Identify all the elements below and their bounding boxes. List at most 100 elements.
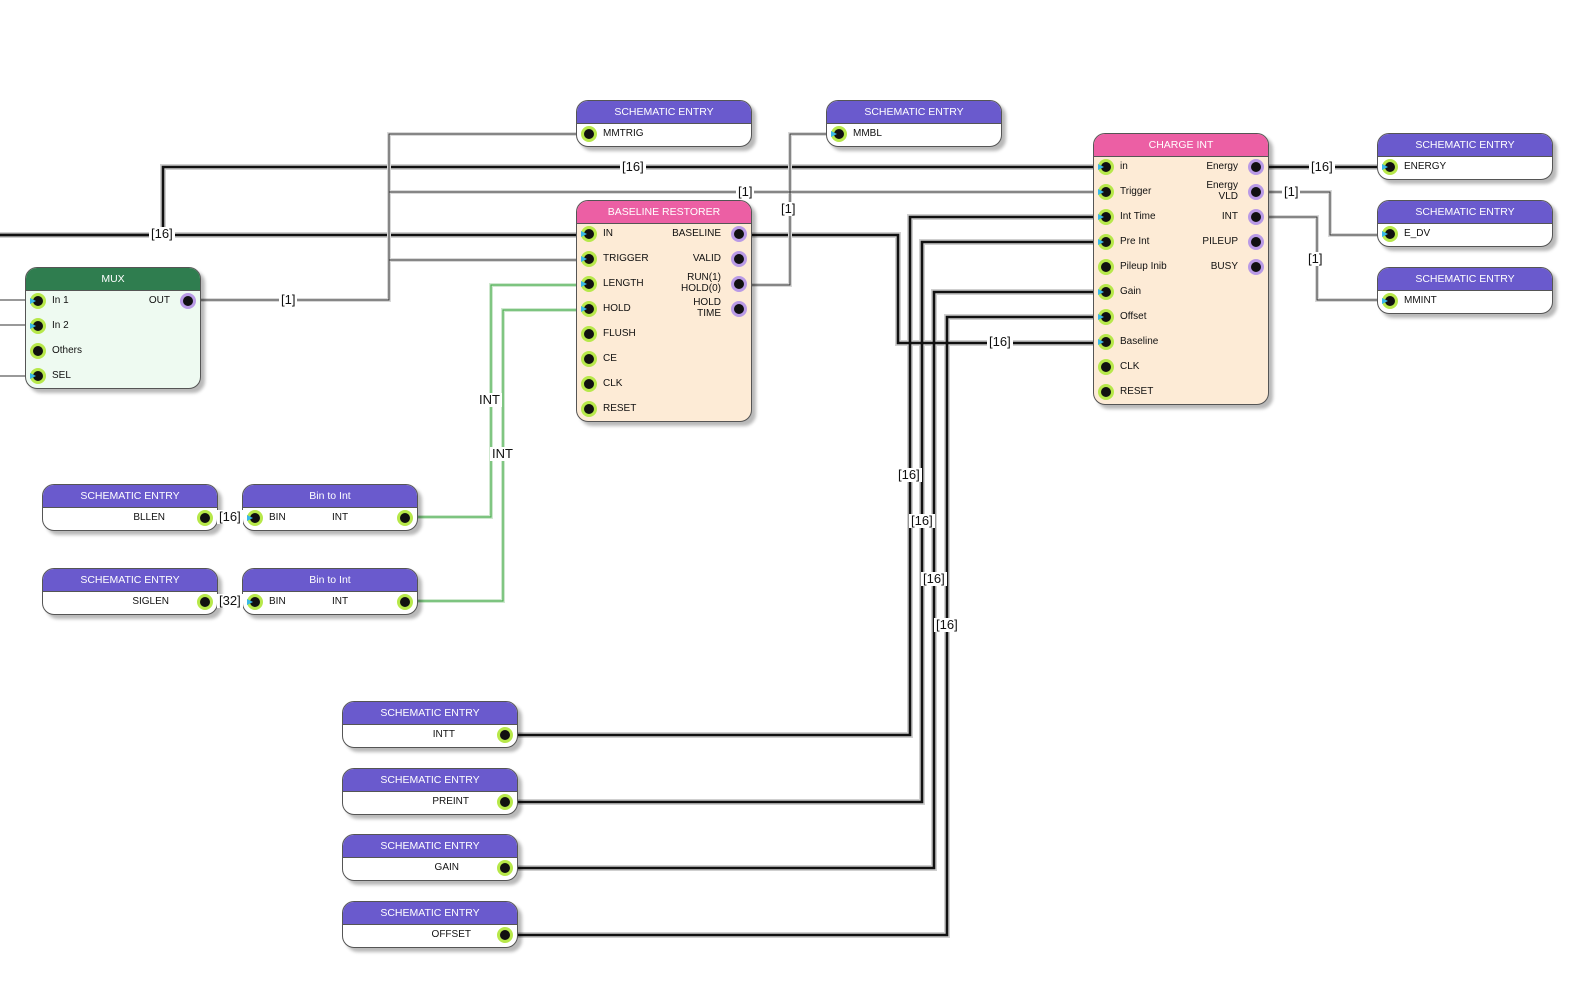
input-port-mmint[interactable] [1382,293,1398,309]
output-port-busy[interactable] [1248,259,1264,275]
wire-label-bus16-top: [16] [620,159,646,174]
port-label-mmbl: MMBL [853,128,882,139]
schematic-entry-gain[interactable]: SCHEMATIC ENTRY GAIN [342,834,518,881]
input-port-int-time[interactable] [1098,209,1114,225]
input-port-bin[interactable] [247,594,263,610]
schematic-entry-mmtrig[interactable]: SCHEMATIC ENTRY MMTRIG [576,100,752,147]
output-port-int[interactable] [1248,209,1264,225]
input-port-reset[interactable] [581,401,597,417]
output-port-hold-time[interactable] [731,301,747,317]
port-label-offset: OFFSET [431,929,471,940]
input-port-energy[interactable] [1382,159,1398,175]
block-title: SCHEMATIC ENTRY [827,101,1001,124]
schematic-entry-e-dv[interactable]: SCHEMATIC ENTRY E_DV [1377,200,1553,247]
schematic-entry-intt[interactable]: SCHEMATIC ENTRY INTT [342,701,518,748]
schematic-entry-energy[interactable]: SCHEMATIC ENTRY ENERGY [1377,133,1553,180]
port-label-bin: BIN [269,596,286,607]
charge-int-block[interactable]: CHARGE INT in Trigger Int Time Pre Int P… [1093,133,1269,405]
input-port-bin[interactable] [247,510,263,526]
port-label-e-dv: E_DV [1404,228,1431,239]
input-port-sel[interactable] [30,368,46,384]
port-label: Baseline [1120,336,1159,347]
output-port-int[interactable] [397,594,413,610]
bin-to-int-block-1[interactable]: Bin to Int BIN INT [242,484,418,531]
input-port-clk[interactable] [1098,359,1114,375]
output-port-run-hold[interactable] [731,276,747,292]
input-port-mmbl[interactable] [831,126,847,142]
wire-mux-out [190,133,580,301]
input-port-others[interactable] [30,343,46,359]
wire-label-mux-out: [1] [279,292,298,307]
input-port-offset[interactable] [1098,309,1114,325]
input-port-pileup-inib[interactable] [1098,259,1114,275]
input-port-in[interactable] [1098,159,1114,175]
schematic-entry-bllen[interactable]: SCHEMATIC ENTRY BLLEN [42,484,218,531]
output-port-energy-vld[interactable] [1248,184,1264,200]
wire-label-offset: [16] [934,617,960,632]
input-port-flush[interactable] [581,326,597,342]
input-port-hold[interactable] [581,301,597,317]
port-label: RESET [1120,386,1154,397]
input-port-pre-int[interactable] [1098,234,1114,250]
schematic-entry-siglen[interactable]: SCHEMATIC ENTRY SIGLEN [42,568,218,615]
port-label-int: INT [332,596,349,607]
input-port-gain[interactable] [1098,284,1114,300]
block-title: SCHEMATIC ENTRY [1378,134,1552,157]
wire-label-int-b: INT [490,446,515,461]
output-port-out[interactable] [180,293,196,309]
port-label: IN [603,228,613,239]
port-label-int: INT [332,512,349,523]
block-title: SCHEMATIC ENTRY [577,101,751,124]
output-port-baseline[interactable] [731,226,747,242]
mux-block[interactable]: MUX In 1 In 2 Others SEL OUT [25,267,201,389]
input-port-baseline[interactable] [1098,334,1114,350]
port-label: in [1120,161,1128,172]
output-port-siglen[interactable] [197,594,213,610]
input-port-in[interactable] [581,226,597,242]
port-label-out: OUT [148,295,170,306]
input-port-length[interactable] [581,276,597,292]
input-port-reset[interactable] [1098,384,1114,400]
output-port-mmtrig[interactable] [581,126,597,142]
baseline-restorer-block[interactable]: BASELINE RESTORER IN TRIGGER LENGTH HOLD… [576,200,752,422]
port-label: RUN(1) HOLD(0) [680,272,721,294]
wire-label-bus16-left: [16] [149,226,175,241]
schematic-entry-mmbl[interactable]: SCHEMATIC ENTRY MMBL [826,100,1002,147]
wire-edv [1262,191,1381,236]
port-label: HOLD TIME [693,297,721,319]
port-label: Pileup Inib [1120,261,1167,272]
port-label-bin: BIN [269,512,286,523]
port-label: VALID [692,253,721,264]
input-port-clk[interactable] [581,376,597,392]
output-port-offset[interactable] [497,927,513,943]
schematic-entry-offset[interactable]: SCHEMATIC ENTRY OFFSET [342,901,518,948]
input-port-trigger[interactable] [581,251,597,267]
input-port-in2[interactable] [30,318,46,334]
wire-label-energy: [16] [1309,159,1335,174]
block-title: SCHEMATIC ENTRY [43,485,217,508]
input-port-ce[interactable] [581,351,597,367]
output-port-int[interactable] [397,510,413,526]
output-port-pileup[interactable] [1248,234,1264,250]
output-port-intt[interactable] [497,727,513,743]
schematic-entry-preint[interactable]: SCHEMATIC ENTRY PREINT [342,768,518,815]
block-title: SCHEMATIC ENTRY [343,702,517,725]
input-port-in1[interactable] [30,293,46,309]
output-port-preint[interactable] [497,794,513,810]
wire-label-int-a: INT [477,392,502,407]
schematic-entry-mmint[interactable]: SCHEMATIC ENTRY MMINT [1377,267,1553,314]
port-label-energy: ENERGY [1404,161,1447,172]
port-label: CLK [1120,361,1140,372]
output-port-energy[interactable] [1248,159,1264,175]
input-port-e-dv[interactable] [1382,226,1398,242]
input-port-trigger[interactable] [1098,184,1114,200]
block-title: SCHEMATIC ENTRY [343,769,517,792]
wire-label-edv: [1] [1282,184,1301,199]
output-port-bllen[interactable] [197,510,213,526]
port-label: INT [1221,211,1238,222]
output-port-valid[interactable] [731,251,747,267]
wire-label-trigger: [1] [736,184,755,199]
output-port-gain[interactable] [497,860,513,876]
block-title: MUX [26,268,200,291]
bin-to-int-block-2[interactable]: Bin to Int BIN INT [242,568,418,615]
